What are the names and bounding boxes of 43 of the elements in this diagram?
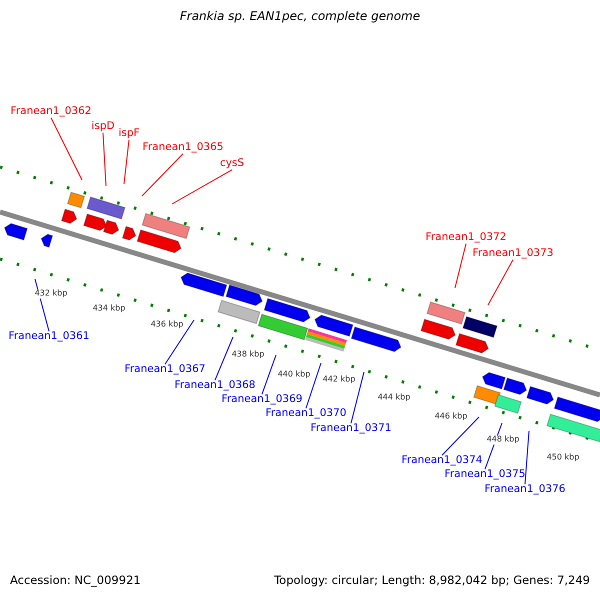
accession-text: Accession: NC_009921: [10, 574, 141, 587]
leader-line: [164, 320, 194, 365]
leader-line: [214, 336, 234, 381]
gene-label: Franean1_0361: [8, 331, 90, 343]
leader-line: [524, 430, 530, 485]
leader-line: [50, 117, 82, 180]
gene-label: cysS: [220, 158, 244, 170]
scale-label: 450 kbp: [546, 454, 580, 462]
gene-label: Franean1_0362: [10, 106, 92, 118]
scale-label: 436 kbp: [150, 320, 184, 330]
gene-label: Franean1_0371: [310, 423, 392, 435]
gene-label: Franean1_0372: [426, 232, 506, 244]
leader-line: [306, 362, 322, 409]
scale-label: 448 kbp: [486, 436, 520, 444]
leader-line: [488, 259, 514, 306]
leader-line: [454, 243, 466, 288]
scale-label: 444 kbp: [376, 394, 412, 402]
scale-label: 440 kbp: [276, 370, 312, 380]
leader-line: [172, 169, 232, 204]
gene-label: Franean1_0373: [472, 248, 554, 260]
leader-line: [142, 153, 184, 196]
scale-label: 432 kbp: [34, 290, 68, 298]
gene-label: Franean1_0375: [444, 469, 526, 481]
gene-label: Franean1_0374: [402, 455, 482, 467]
scale-label: 434 kbp: [92, 304, 126, 314]
gene-label: Franean1_0369: [222, 394, 302, 406]
leader-line: [262, 354, 276, 395]
gene-label: Franean1_0367: [124, 364, 206, 376]
gene-label: Franean1_0368: [174, 380, 256, 392]
gene-label: Franean1_0365: [142, 142, 224, 154]
genome-info-text: Topology: circular; Length: 8,982,042 bp; Genes: 7,249: [274, 574, 590, 587]
scale-label: 446 kbp: [434, 412, 468, 422]
gene-label: ispF: [118, 128, 140, 140]
gene-label: Franean1_0376: [484, 484, 566, 496]
scale-label: 442 kbp: [322, 376, 356, 384]
leader-line: [350, 372, 364, 424]
leader-line: [124, 139, 130, 184]
gene-label: ispD: [91, 121, 115, 133]
leader-line: [102, 132, 106, 186]
title: Frankia sp. EAN1pec, complete genome: [178, 10, 422, 24]
leader-line: [442, 416, 480, 456]
scale-label: 438 kbp: [230, 350, 266, 360]
gene-label: Franean1_0370: [266, 408, 346, 420]
